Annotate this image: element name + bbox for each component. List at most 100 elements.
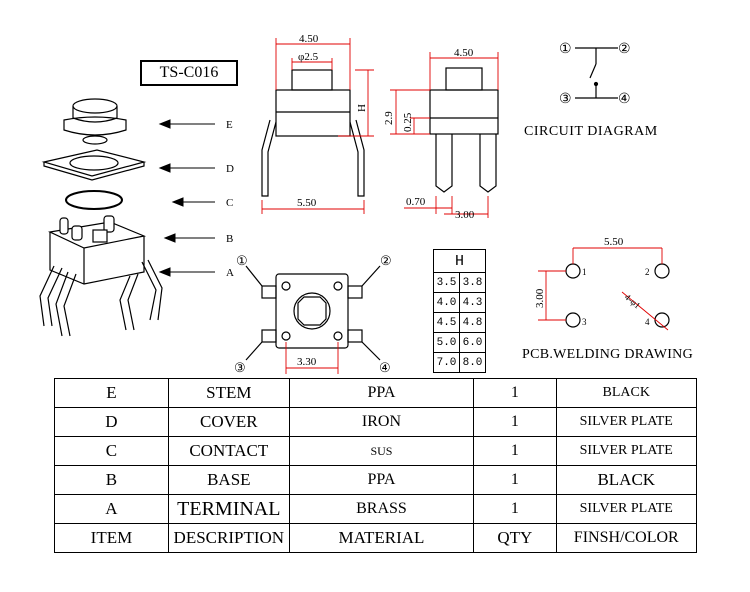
h-table-cell: 8.0 bbox=[459, 352, 486, 373]
dim-pcb-hole: 4-φ1 bbox=[623, 292, 643, 311]
front-view bbox=[261, 69, 365, 197]
bom-material: BRASS bbox=[288, 494, 475, 524]
part-callout-letters: E D C B A bbox=[226, 119, 234, 279]
bom-header-material: MATERIAL bbox=[288, 523, 475, 553]
dim-2-9: 2.9 bbox=[383, 111, 395, 125]
bom-header-description: DESCRIPTION bbox=[167, 523, 290, 553]
bom-row: D COVER IRON 1 SILVER PLATE bbox=[54, 407, 697, 437]
bottom-pin-1: ① bbox=[236, 253, 248, 268]
bom-item: B bbox=[54, 465, 169, 495]
h-table-row: 7.0 8.0 bbox=[433, 352, 486, 373]
bottom-dimensions bbox=[285, 342, 339, 374]
pcb-pin-1: 1 bbox=[582, 267, 587, 277]
bom-header-item: ITEM bbox=[54, 523, 169, 553]
bom-header-finish: FINSH/COLOR bbox=[555, 523, 697, 553]
dim-pcb-y: 3.00 bbox=[534, 288, 546, 308]
bom-qty: 1 bbox=[473, 465, 557, 495]
bom-finish: SILVER PLATE bbox=[555, 436, 697, 466]
bottom-pin-2: ② bbox=[380, 253, 392, 268]
pcb-pin-4: 4 bbox=[645, 317, 650, 327]
bottom-view bbox=[245, 265, 381, 361]
bom-row: B BASE PPA 1 BLACK bbox=[54, 465, 697, 495]
bom-material: SUS bbox=[288, 436, 475, 466]
h-table-cell: 3.5 bbox=[433, 272, 460, 293]
model-label-box: TS-C016 bbox=[140, 60, 238, 86]
callout-d: D bbox=[226, 163, 234, 175]
h-table-cell: 4.8 bbox=[459, 312, 486, 333]
dim-0-25: 0.25 bbox=[402, 112, 414, 132]
dim-front-width: 4.50 bbox=[299, 33, 319, 45]
circuit-diagram bbox=[575, 47, 618, 99]
pcb-pin-3: 3 bbox=[582, 317, 587, 327]
h-table-row: 4.5 4.8 bbox=[433, 312, 486, 333]
bom-row: E STEM PPA 1 BLACK bbox=[54, 378, 697, 408]
circuit-pin-1: ① bbox=[559, 42, 572, 57]
h-table-row: 5.0 6.0 bbox=[433, 332, 486, 353]
callout-c: C bbox=[226, 197, 233, 209]
dim-side-pin-span: 3.00 bbox=[455, 209, 475, 221]
dim-front-leg-span: 5.50 bbox=[297, 197, 317, 209]
pcb-welding-title: PCB.WELDING DRAWING bbox=[522, 347, 694, 362]
dimension-labels: 4.50 φ2.5 5.50 4.50 0.70 3.00 3.30 5.50 … bbox=[297, 33, 642, 368]
h-table-header: H bbox=[433, 249, 486, 273]
rotated-dimension-labels: H 2.9 0.25 3.00 bbox=[356, 104, 546, 308]
bom-item: C bbox=[54, 436, 169, 466]
circuit-pin-4: ④ bbox=[618, 92, 631, 107]
bom-qty: 1 bbox=[473, 436, 557, 466]
bom-header-row: ITEM DESCRIPTION MATERIAL QTY FINSH/COLO… bbox=[54, 523, 697, 553]
part-e-stem bbox=[63, 98, 127, 145]
pcb-pin-2: 2 bbox=[645, 267, 650, 277]
bom-material: IRON bbox=[288, 407, 475, 437]
h-table-row: 4.0 4.3 bbox=[433, 292, 486, 313]
pcb-dimensions bbox=[538, 247, 669, 331]
bom-qty: 1 bbox=[473, 494, 557, 524]
bom-finish: SILVER PLATE bbox=[555, 407, 697, 437]
part-a-terminals bbox=[39, 259, 163, 337]
h-table-cell: 4.3 bbox=[459, 292, 486, 313]
bom-finish: BLACK bbox=[555, 465, 697, 495]
bill-of-materials-table: E STEM PPA 1 BLACK D COVER IRON 1 SILVER… bbox=[54, 378, 697, 553]
h-dimension-table: H 3.5 3.8 4.0 4.3 4.5 4.8 5.0 6.0 7.0 8.… bbox=[433, 249, 486, 373]
callout-e: E bbox=[226, 119, 233, 131]
dim-pcb-x: 5.50 bbox=[604, 236, 624, 248]
pcb-pin-labels: 1 2 3 4 bbox=[582, 267, 650, 327]
h-table-cell: 5.0 bbox=[433, 332, 460, 353]
front-dimensions bbox=[261, 38, 374, 214]
bom-description: TERMINAL bbox=[167, 494, 290, 524]
bom-row: C CONTACT SUS 1 SILVER PLATE bbox=[54, 436, 697, 466]
callout-b: B bbox=[226, 233, 233, 245]
bom-item: E bbox=[54, 378, 169, 408]
bom-header-qty: QTY bbox=[473, 523, 557, 553]
bom-qty: 1 bbox=[473, 378, 557, 408]
circuit-pin-labels: ① ② ③ ④ bbox=[559, 42, 631, 107]
bom-row: A TERMINAL BRASS 1 SILVER PLATE bbox=[54, 494, 697, 524]
h-table-cell: 3.8 bbox=[459, 272, 486, 293]
bom-description: STEM bbox=[167, 378, 290, 408]
dim-side-pin-width: 0.70 bbox=[406, 196, 426, 208]
dim-h-label: H bbox=[356, 104, 368, 112]
h-table-cell: 7.0 bbox=[433, 352, 460, 373]
dim-bottom-span: 3.30 bbox=[297, 356, 317, 368]
circuit-pin-3: ③ bbox=[559, 92, 572, 107]
part-callout-arrows bbox=[158, 119, 215, 277]
model-label: TS-C016 bbox=[159, 64, 219, 81]
part-b-base bbox=[48, 215, 147, 285]
h-table-cell: 4.5 bbox=[433, 312, 460, 333]
dim-stem-diameter: φ2.5 bbox=[298, 51, 319, 63]
bottom-pin-3: ③ bbox=[234, 360, 246, 375]
bom-description: COVER bbox=[167, 407, 290, 437]
bom-finish: SILVER PLATE bbox=[555, 494, 697, 524]
bom-item: A bbox=[54, 494, 169, 524]
side-dimensions bbox=[390, 52, 499, 218]
bom-description: CONTACT bbox=[167, 436, 290, 466]
part-d-cover bbox=[41, 149, 147, 181]
circuit-diagram-title: CIRCUIT DIAGRAM bbox=[524, 124, 658, 139]
side-view bbox=[429, 67, 499, 193]
callout-a: A bbox=[226, 267, 234, 279]
bom-material: PPA bbox=[288, 378, 475, 408]
bom-description: BASE bbox=[167, 465, 290, 495]
bom-material: PPA bbox=[288, 465, 475, 495]
exploded-view bbox=[39, 98, 163, 337]
